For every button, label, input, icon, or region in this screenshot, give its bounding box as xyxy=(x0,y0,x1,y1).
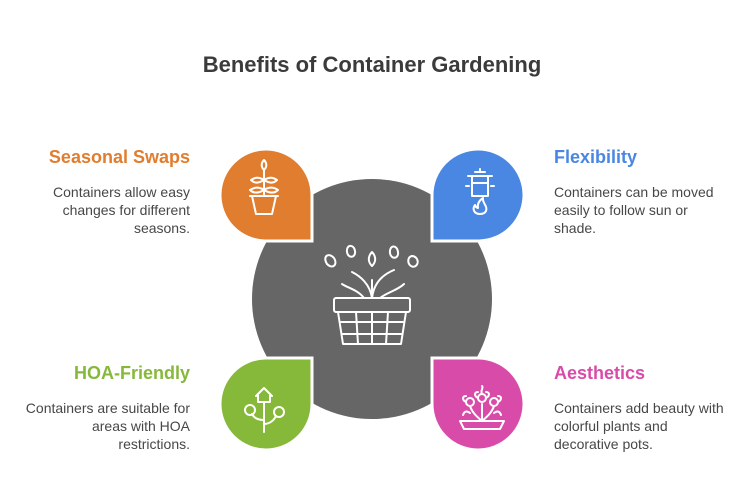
petal-aesthetics xyxy=(430,356,526,452)
seasonal-swaps-heading: Seasonal Swaps xyxy=(48,147,190,167)
seasonal-swaps-description: Containers allow easy changes for differ… xyxy=(53,184,190,236)
hoa-friendly-description: Containers are suitable for areas with H… xyxy=(25,400,190,452)
petal-hoa-friendly xyxy=(218,356,314,452)
aesthetics-heading: Aesthetics xyxy=(554,363,646,383)
flexibility-description: Containers can be moved easily to follow… xyxy=(554,184,714,236)
page-title: Benefits of Container Gardening xyxy=(202,52,542,77)
house-plant-icon xyxy=(244,387,285,433)
potted-plant-icon xyxy=(249,159,279,215)
hoa-friendly-heading: HOA-Friendly xyxy=(73,363,190,383)
flexibility-heading: Flexibility xyxy=(554,147,638,167)
plant-basket-icon xyxy=(324,244,419,345)
aesthetics-description: Containers add beauty with colorful plan… xyxy=(554,400,724,452)
cooking-pot-flame-icon xyxy=(465,168,495,215)
flower-pot-icon xyxy=(459,385,505,430)
